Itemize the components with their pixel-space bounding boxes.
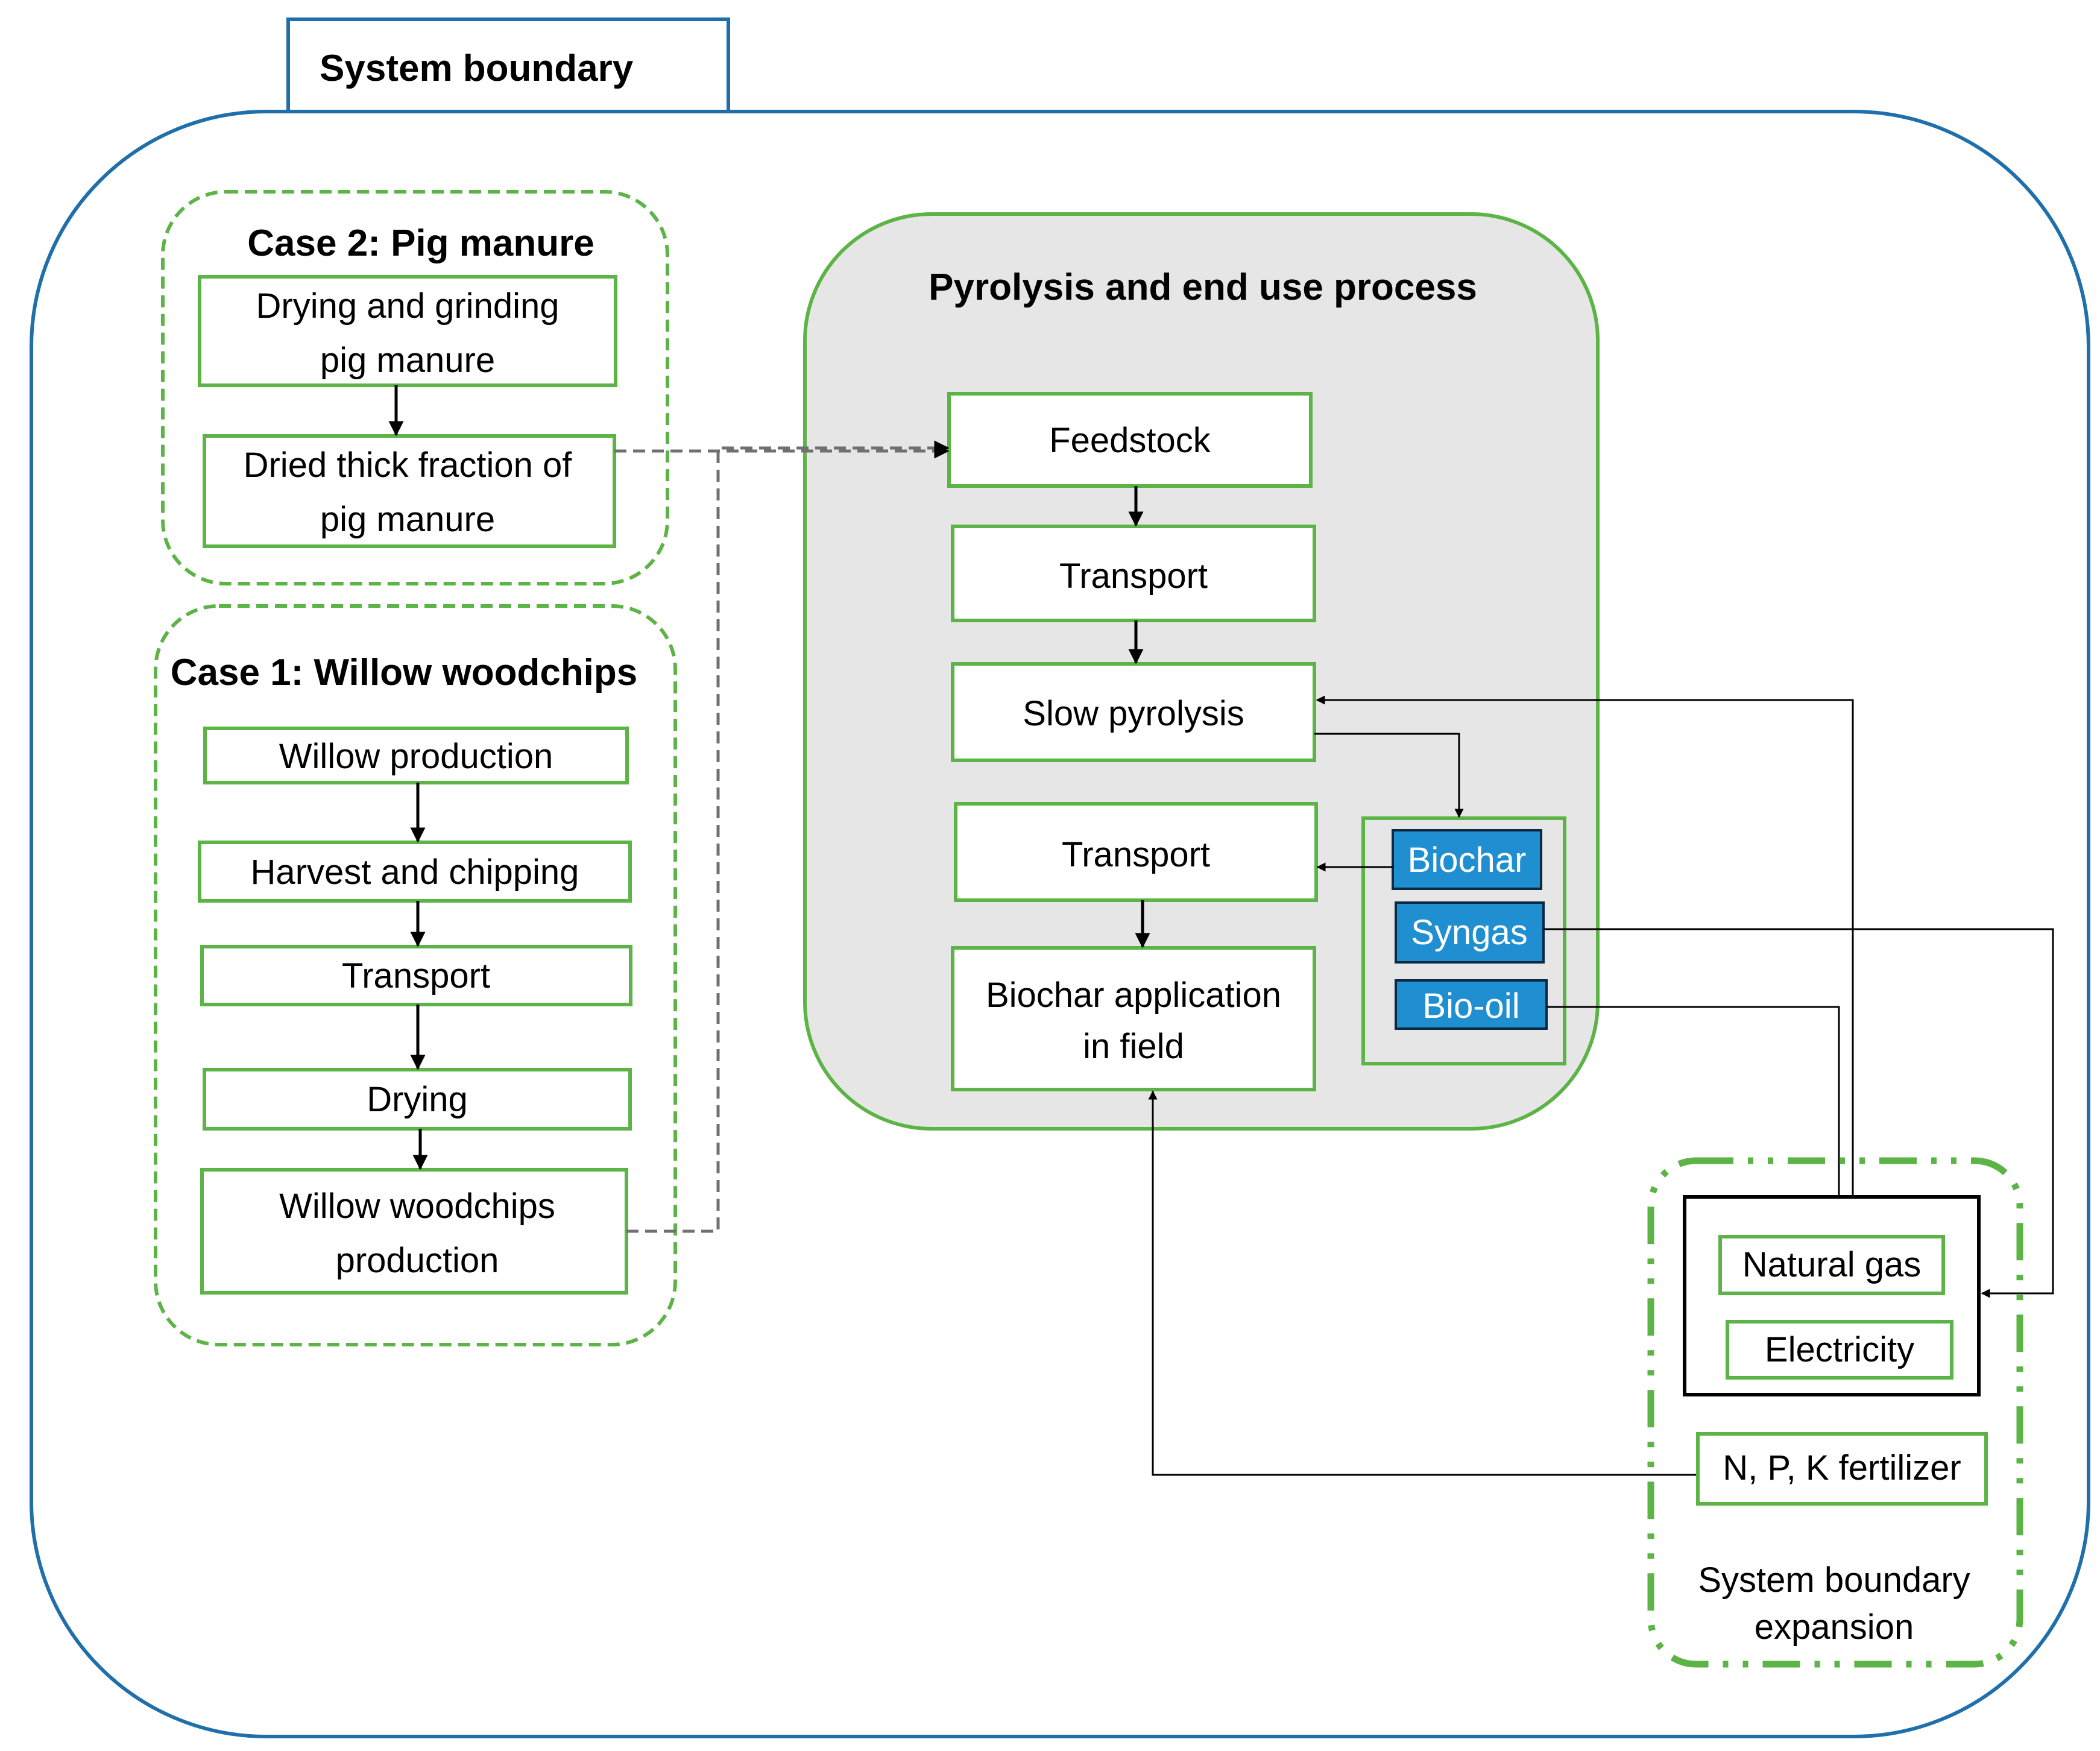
system-boundary-label: System boundary bbox=[320, 48, 634, 89]
transport-2-box bbox=[954, 802, 1318, 902]
pyrolysis-title: Pyrolysis and end use process bbox=[929, 267, 1477, 308]
pyrolysis-group: Pyrolysis and end use process Feedstock … bbox=[803, 212, 1600, 1131]
feedstock-box bbox=[947, 392, 1313, 488]
case1-harvest-chipping-box bbox=[198, 841, 632, 903]
biochar-application-line2: in field bbox=[1083, 1027, 1184, 1066]
case2-group: Case 2: Pig manure Drying and grinding p… bbox=[161, 190, 669, 585]
slow-pyrolysis-box bbox=[951, 662, 1316, 762]
electricity-box bbox=[1726, 1320, 1953, 1380]
case1-frame bbox=[154, 604, 677, 1346]
slow-pyrolysis-label: Slow pyrolysis bbox=[1023, 694, 1244, 733]
arrow-natural-gas-to-pyrolysis bbox=[1316, 695, 1854, 1198]
case1-woodchips-production-line1: Willow woodchips bbox=[279, 1187, 555, 1226]
bio-oil-output-box bbox=[1395, 979, 1548, 1030]
expansion-group: Natural gas Electricity N, P, K fertiliz… bbox=[1647, 1157, 2023, 1668]
arrow-pyrolysis-to-outputs bbox=[1314, 733, 1464, 818]
transport-1-box bbox=[951, 525, 1316, 622]
bio-oil-output-label: Bio-oil bbox=[1422, 986, 1519, 1026]
case2-title: Case 2: Pig manure bbox=[247, 222, 594, 264]
system-boundary-tab bbox=[286, 17, 730, 113]
case2-drying-grinding-line1: Drying and grinding bbox=[256, 286, 560, 326]
case2-frame bbox=[161, 190, 669, 585]
outputs-frame bbox=[1361, 816, 1566, 1065]
dashed-arrow-woodchips-to-feedstock bbox=[626, 440, 950, 1233]
arrow-syngas-to-substitution bbox=[1543, 928, 2054, 1298]
system-boundary-frame bbox=[30, 110, 2090, 1738]
biochar-output-box bbox=[1392, 829, 1542, 890]
fertilizer-label: N, P, K fertilizer bbox=[1723, 1448, 1961, 1488]
expansion-label-line1: System boundary bbox=[1698, 1560, 1970, 1600]
transport-2-label: Transport bbox=[1062, 835, 1210, 874]
case2-drying-grinding-box bbox=[198, 275, 617, 387]
case1-harvest-chipping-label: Harvest and chipping bbox=[251, 853, 579, 892]
case1-group: Case 1: Willow woodchips Willow producti… bbox=[154, 604, 677, 1346]
system-boundary: System boundary bbox=[30, 17, 2090, 1738]
case2-dried-fraction-line2: pig manure bbox=[320, 500, 495, 539]
case1-willow-production-label: Willow production bbox=[279, 737, 553, 776]
arrow-fertilizer-to-application bbox=[1148, 1090, 1698, 1476]
feedstock-label: Feedstock bbox=[1049, 421, 1211, 460]
case1-transport-label: Transport bbox=[342, 956, 490, 995]
case1-drying-label: Drying bbox=[367, 1080, 468, 1119]
syngas-output-box bbox=[1395, 901, 1545, 964]
fertilizer-box bbox=[1696, 1432, 1988, 1506]
case2-dried-fraction-box bbox=[203, 434, 616, 548]
natural-gas-label: Natural gas bbox=[1742, 1245, 1922, 1284]
transport-1-label: Transport bbox=[1059, 557, 1208, 596]
case1-title: Case 1: Willow woodchips bbox=[171, 652, 638, 693]
natural-gas-box bbox=[1718, 1235, 1945, 1295]
case2-dried-fraction-line1: Dried thick fraction of bbox=[244, 446, 573, 485]
biochar-output-label: Biochar bbox=[1408, 841, 1527, 880]
case1-woodchips-production-line2: production bbox=[336, 1241, 499, 1280]
case1-transport-box bbox=[200, 945, 632, 1006]
case1-drying-box bbox=[203, 1068, 632, 1131]
electricity-label: Electricity bbox=[1765, 1330, 1914, 1369]
expansion-frame bbox=[1647, 1157, 2023, 1668]
case2-drying-grinding-line2: pig manure bbox=[320, 341, 495, 380]
case1-willow-production-box bbox=[203, 727, 629, 784]
expansion-label-line2: expansion bbox=[1755, 1607, 1914, 1647]
biochar-application-line1: Biochar application bbox=[986, 976, 1281, 1015]
syngas-output-label: Syngas bbox=[1411, 913, 1527, 952]
biochar-application-box bbox=[951, 946, 1316, 1091]
arrow-bio-oil-to-natural-gas bbox=[1547, 1006, 1844, 1231]
